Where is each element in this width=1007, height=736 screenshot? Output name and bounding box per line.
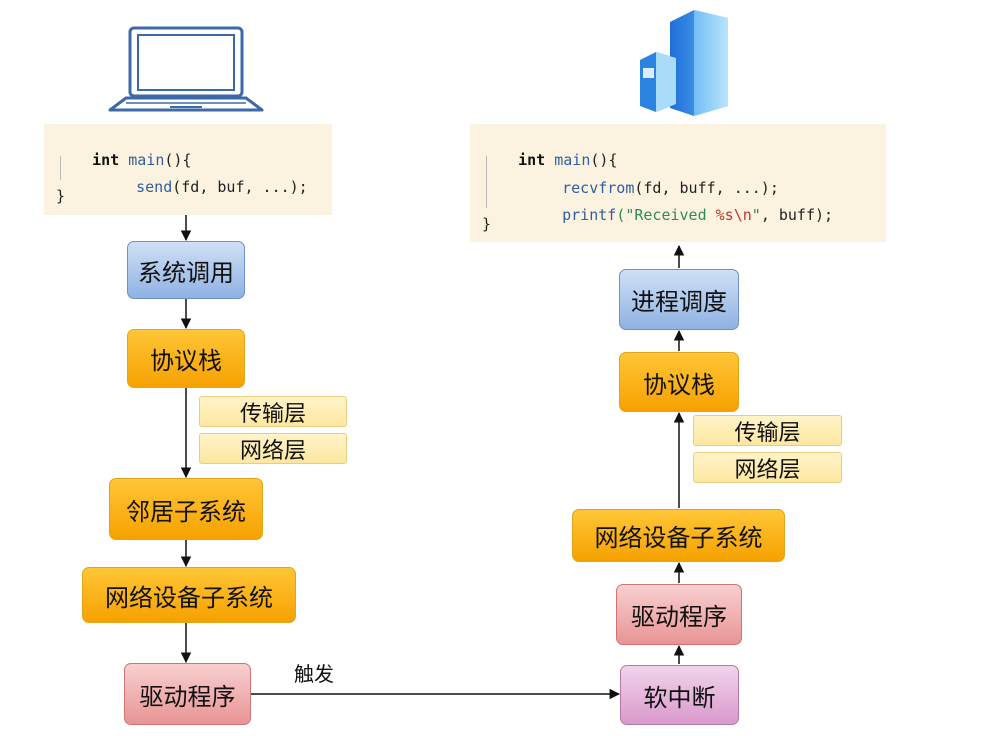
code-text: (){ [164,151,192,169]
receiver-network-layer-box: 网络层 [693,452,842,483]
code-format-specifier: %s\n [715,206,752,224]
receiver-scheduling-box: 进程调度 [619,269,739,330]
code-text: } [482,215,492,233]
code-indent-guide [486,156,487,208]
sender-transport-layer-box: 传输层 [199,396,347,427]
receiver-code-block: int main(){ recvfrom(fd, buff, ...); pri… [470,124,886,242]
code-keyword: int [92,151,120,169]
receiver-softirq-box: 软中断 [620,665,739,725]
code-function: send [136,178,173,196]
sender-protocol-stack-box: 协议栈 [127,329,245,388]
code-text: (fd, buff, ...); [634,179,779,197]
code-text: } [56,187,66,205]
code-text: (fd, buf, ...); [172,178,308,196]
code-string: ("Received [616,206,716,224]
receiver-protocol-stack-box: 协议栈 [619,352,739,412]
sender-driver-box: 驱动程序 [124,663,251,725]
sender-network-layer-box: 网络层 [199,433,347,464]
code-function: main [128,151,165,169]
code-text: (){ [590,151,618,169]
code-string: " [751,206,761,224]
code-text: , buff); [760,206,834,224]
trigger-label: 触发 [294,662,334,686]
code-indent-guide [60,156,61,180]
laptop-icon [108,26,264,112]
receiver-netdev-subsystem-box: 网络设备子系统 [572,509,785,562]
sender-syscall-box: 系统调用 [127,241,245,299]
sender-neighbor-subsystem-box: 邻居子系统 [109,478,263,540]
code-function: recvfrom [562,179,635,197]
sender-code-block: int main(){ send(fd, buf, ...); } [44,124,332,215]
receiver-transport-layer-box: 传输层 [693,415,842,446]
code-function: main [554,151,591,169]
server-icon [640,10,728,116]
receiver-driver-box: 驱动程序 [616,584,742,645]
code-function: printf [562,206,617,224]
code-keyword: int [518,151,546,169]
sender-netdev-subsystem-box: 网络设备子系统 [82,567,296,623]
